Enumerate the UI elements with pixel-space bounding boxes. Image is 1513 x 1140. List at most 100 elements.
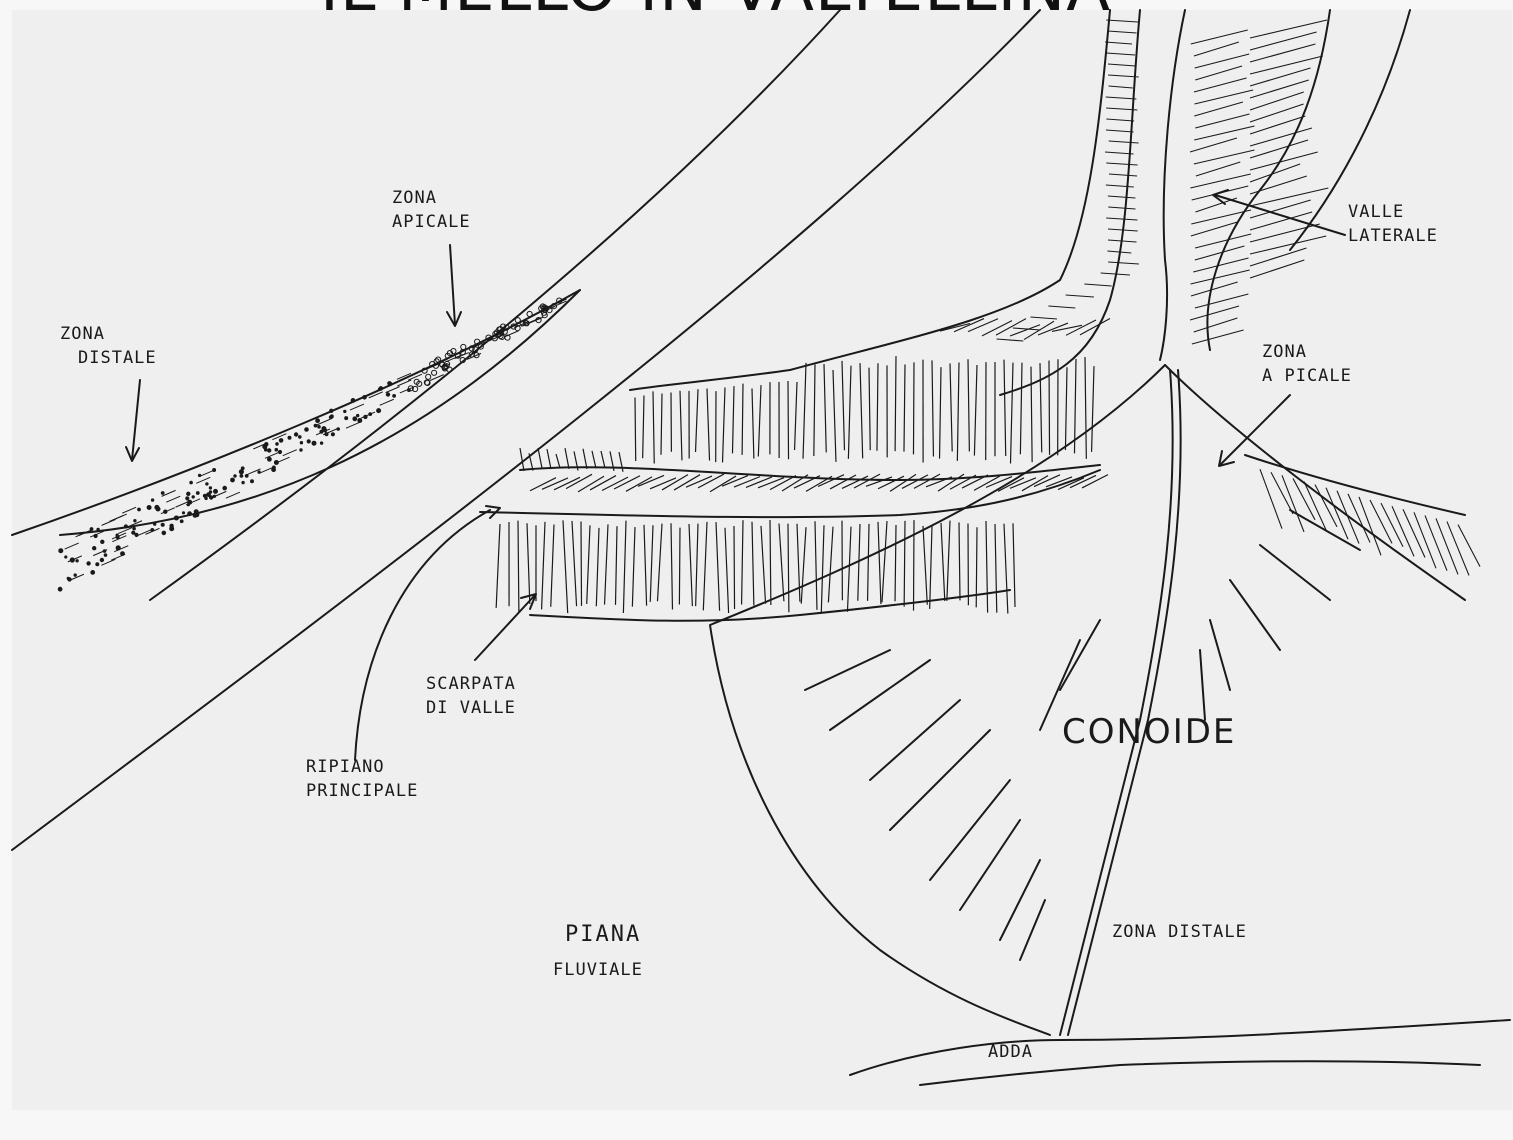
sediment-grain — [147, 506, 151, 510]
sediment-grain — [432, 370, 437, 375]
hatch-stroke — [1030, 317, 1057, 319]
sediment-grain — [190, 481, 193, 484]
hatch-stroke — [1195, 114, 1249, 128]
hatch-stroke — [601, 451, 605, 468]
hatch-stroke — [1250, 248, 1307, 266]
sediment-grain — [138, 508, 141, 511]
hatch-stroke — [1425, 515, 1447, 570]
hatch-stroke — [661, 393, 662, 454]
hatch-stroke — [644, 525, 647, 606]
sediment-grain — [358, 419, 362, 423]
label-line: APICALE — [392, 210, 471, 234]
fan-line — [1210, 620, 1230, 690]
hatch-stroke — [758, 385, 761, 456]
sediment-grain — [239, 470, 243, 474]
hatch-stroke — [542, 522, 545, 610]
hatch-stroke — [619, 452, 623, 472]
hatch-stroke — [847, 527, 851, 612]
sediment-grain — [76, 560, 78, 562]
fan-line — [1020, 900, 1045, 960]
sediment-grain — [318, 426, 321, 429]
hatch-stroke — [1106, 53, 1135, 55]
hatch-stroke — [350, 404, 364, 410]
sediment-grain — [330, 409, 333, 412]
fan-line — [1230, 580, 1280, 650]
hatch-stroke — [1250, 92, 1304, 110]
sediment-grain — [300, 449, 302, 451]
hatch-stroke — [1194, 78, 1247, 92]
hatch-stroke — [1195, 90, 1254, 104]
hatch-stroke — [1020, 363, 1022, 455]
terrace-upper-edge — [520, 465, 1100, 480]
conoid-right-edge — [1165, 365, 1465, 600]
sediment-grain — [278, 450, 281, 453]
sediment-grain — [68, 578, 71, 581]
hatch-stroke — [1250, 164, 1300, 182]
hatch-stroke — [732, 386, 734, 453]
arrow-zona-apicale-right — [1220, 395, 1290, 465]
hatch-stroke — [797, 524, 800, 602]
hatch-stroke — [1195, 234, 1251, 248]
hatch-stroke — [895, 356, 896, 451]
hatch-stroke — [828, 527, 833, 603]
fan-line — [1200, 650, 1205, 720]
hatch-stroke — [1250, 68, 1311, 86]
hatch-stroke — [616, 526, 617, 605]
hatch-stroke — [950, 363, 952, 451]
hatch-stroke — [877, 363, 878, 451]
hatch-stroke — [1191, 282, 1238, 296]
hatch-stroke — [742, 520, 743, 604]
sediment-grain — [103, 550, 106, 553]
hatch-stroke — [974, 365, 977, 456]
hatch-stroke — [904, 521, 905, 607]
sediment-grain — [268, 449, 271, 452]
hatch-stroke — [833, 370, 836, 462]
hatch-stroke — [1092, 366, 1094, 452]
sediment-grain — [320, 442, 322, 444]
hatch-stroke — [572, 521, 577, 606]
hatch-stroke — [1066, 295, 1094, 297]
hatch-stroke — [940, 367, 941, 458]
hatch-stroke — [1108, 196, 1136, 198]
hatch-stroke — [1011, 363, 1013, 464]
hatch-stroke — [1190, 174, 1250, 188]
hatch-stroke — [1040, 363, 1042, 452]
sediment-grain — [93, 547, 96, 550]
hatch-stroke — [707, 389, 710, 461]
hatch-stroke — [725, 528, 729, 613]
sediment-grain — [377, 409, 381, 413]
sediment-grain — [299, 436, 302, 439]
hatch-stroke — [1049, 360, 1050, 454]
sediment-grain — [198, 474, 200, 476]
hatch-stroke — [968, 359, 969, 451]
hatch-stroke — [1105, 42, 1132, 44]
sediment-grain — [124, 525, 127, 528]
terrace-lower-edge — [530, 590, 1010, 621]
hatch-stroke — [1193, 258, 1248, 272]
sediment-grain — [209, 491, 211, 493]
hatch-stroke — [1458, 525, 1480, 567]
hatch-stroke — [1106, 163, 1137, 165]
hatch-stroke — [795, 382, 797, 450]
hatch-stroke — [930, 526, 932, 609]
sediment-grain — [263, 445, 267, 449]
hatch-stroke — [556, 454, 560, 468]
hatch-stroke — [1260, 469, 1282, 528]
sediment-grain — [133, 527, 136, 530]
hatch-stroke — [761, 526, 766, 604]
hatch-stroke — [679, 528, 680, 605]
hatch-stroke — [882, 521, 887, 602]
hatch-stroke — [752, 522, 754, 606]
hatch-stroke — [1031, 367, 1032, 463]
hatch-stroke — [779, 524, 784, 602]
sediment-grain — [324, 429, 327, 432]
sediment-grain — [132, 531, 135, 534]
lateral-valley-left-inner — [1000, 10, 1140, 395]
hatch-stroke — [635, 398, 636, 462]
hatch-stroke — [226, 492, 240, 498]
hatch-stroke — [566, 474, 592, 488]
hatch-stroke — [386, 387, 400, 393]
label-conoide: CONOIDE — [1062, 712, 1236, 752]
sediment-grain — [331, 433, 334, 436]
hatch-stroke — [904, 364, 905, 451]
